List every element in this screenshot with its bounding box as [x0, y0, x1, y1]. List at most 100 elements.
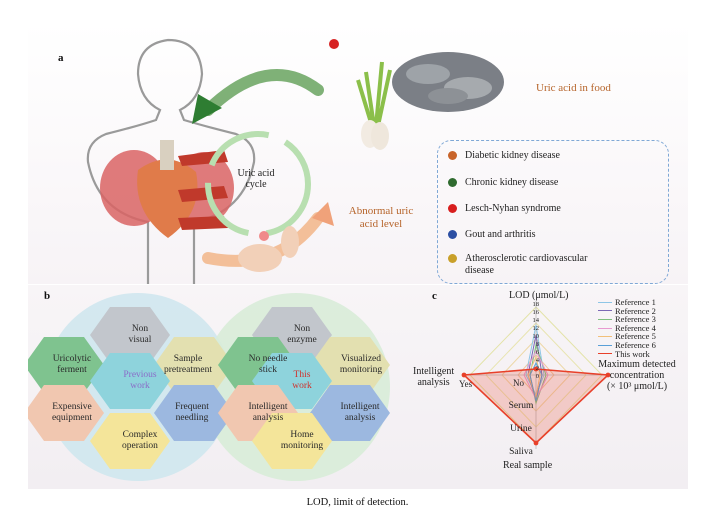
hex-text: analysis: [344, 413, 376, 423]
cycle-label: Uric acid cycle: [231, 168, 281, 190]
cycle-label-line-2: cycle: [245, 179, 267, 190]
food-arrow: [202, 69, 324, 116]
hex-text: Intelligent: [340, 402, 380, 412]
legend-label: Reference 2: [615, 305, 656, 316]
hex-text: Sample: [173, 354, 203, 364]
radar-tick: 10: [532, 333, 540, 340]
radar-tick: 2: [535, 365, 539, 372]
legend-item: This work: [598, 348, 656, 359]
disease-item: Atherosclerotic cardiovascular disease: [438, 253, 587, 277]
food-label: Uric acid in food: [536, 82, 611, 94]
abnormal-label-line-1: Abnormal uric: [348, 205, 414, 217]
disease-name: Diabetic kidney disease: [465, 150, 560, 161]
radar-tick: 14: [532, 317, 540, 324]
radar-tick: 0: [535, 373, 539, 380]
radar-left-yes: Yes: [459, 379, 473, 389]
radar-level: Urine: [510, 424, 532, 434]
disease-item: Chronic kidney disease: [438, 177, 558, 189]
disease-item: Lesch-Nyhan syndrome: [438, 203, 561, 215]
radar-series: [461, 324, 611, 446]
hex-text: analysis: [252, 413, 284, 423]
hex-text: No needle: [248, 354, 288, 364]
panel-c-radar: [461, 301, 611, 449]
disease-dot-icon: [448, 230, 457, 239]
hex-prev-bottom: [90, 413, 170, 469]
hex-text: Non: [293, 324, 311, 334]
hex-prev-top: [90, 307, 170, 363]
radar-axis-left-line: analysis: [417, 377, 450, 388]
legend-item: Reference 5: [598, 332, 656, 341]
hex-text: monitoring: [280, 441, 324, 451]
hex-text: equipment: [51, 413, 93, 423]
radar-axis-right: Maximum detected concentration (× 10³ μm…: [586, 359, 688, 392]
radar-tick: 12: [532, 325, 540, 332]
disease-item: Gout and arthritis: [438, 229, 536, 241]
legend-label: This work: [615, 348, 650, 359]
disease-name: Chronic kidney disease: [465, 177, 559, 188]
disease-name: Atherosclerotic cardiovascular disease: [465, 253, 587, 277]
disease-item: Diabetic kidney disease: [438, 150, 560, 162]
hex-text: operation: [122, 441, 158, 451]
disease-name-line-1: Atherosclerotic cardiovascular: [465, 253, 588, 264]
cycle-label-line-1: Uric acid: [237, 168, 275, 179]
hex-text: Frequent: [175, 402, 209, 412]
legend-item: Reference 6: [598, 341, 656, 350]
hex-this-bottom: [252, 413, 332, 469]
hex-text: needling: [175, 413, 209, 423]
legend-item: Reference 1: [598, 298, 656, 307]
hex-text: work: [130, 381, 150, 391]
legend-item: Reference 3: [598, 315, 656, 324]
hex-text: Previous: [123, 370, 157, 380]
hex-prev-br: [154, 385, 234, 441]
panel-a-illustration: [86, 38, 504, 284]
hex-text: Visualized: [340, 354, 382, 364]
radar-level: Serum: [508, 401, 534, 411]
hex-text: work: [292, 381, 312, 391]
legend-label: Reference 3: [615, 314, 656, 325]
radar-tick: 8: [535, 341, 539, 348]
hex-text: Complex: [122, 430, 158, 440]
abnormal-label-line-2: acid level: [359, 218, 403, 230]
hex-prev-bl: [28, 385, 104, 441]
hex-text: Non: [131, 324, 149, 334]
disease-dot-icon: [448, 151, 457, 160]
radar-axis-right-line: concentration: [609, 370, 665, 381]
disease-name: Gout and arthritis: [465, 229, 536, 240]
legend-label: Reference 6: [615, 339, 656, 350]
radar-level: Saliva: [509, 447, 533, 457]
hex-text: Intelligent: [248, 402, 288, 412]
disease-dot-icon: [448, 204, 457, 213]
legend-label: Reference 4: [615, 322, 656, 333]
radar-axis-bottom: Real sample: [503, 460, 553, 471]
radar-axis-right-line: (× 10³ μmol/L): [606, 381, 668, 392]
hex-text: Uricolytic: [52, 354, 92, 364]
radar-axis-left-line: Intelligent: [413, 366, 455, 377]
radar-bottom-levels: Serum Urine Saliva: [503, 395, 539, 464]
radar-tick: 4: [535, 357, 539, 364]
radar-tick: 6: [535, 349, 539, 356]
figure-caption: LOD, limit of detection.: [306, 497, 409, 508]
panel-a-label: a: [58, 52, 64, 64]
legend-item: Reference 4: [598, 324, 656, 333]
radar-ticks: 18 16 14 12 10 8 6 4 2 0: [529, 301, 540, 381]
radar-legend: Reference 1 Reference 2 Reference 3 Refe…: [598, 298, 656, 358]
panel-b-hexagon-diagram: [28, 293, 390, 481]
legend-item: Reference 2: [598, 305, 656, 316]
disease-name: Lesch-Nyhan syndrome: [465, 203, 561, 214]
hex-prev-center: [90, 353, 170, 409]
legend-label: Reference 5: [615, 331, 656, 342]
hex-text: Expensive: [52, 402, 92, 412]
